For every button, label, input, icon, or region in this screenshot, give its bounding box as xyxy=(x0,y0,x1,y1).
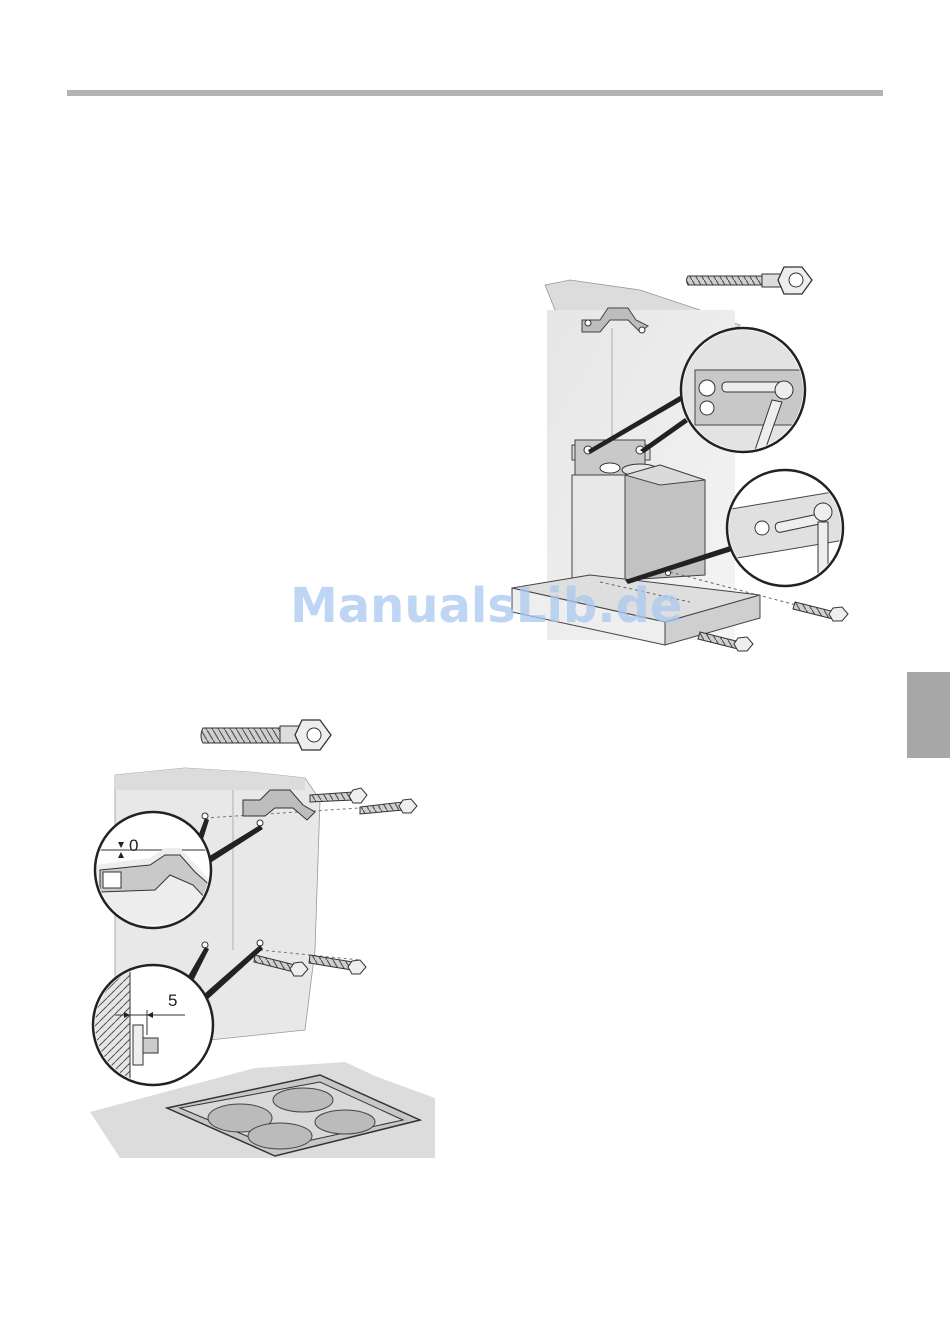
screw-icon xyxy=(310,788,367,803)
distance-dimension-label: 5 xyxy=(168,991,177,1010)
bracket-mounting-illustration: 0 5 xyxy=(75,710,445,1170)
screw-icon xyxy=(360,799,417,814)
watermark: ManualsLib.de xyxy=(290,578,670,634)
detail-circle-distance: 5 xyxy=(90,965,213,1095)
detail-circle-upper xyxy=(680,328,810,452)
detail-circle-lower xyxy=(725,470,845,586)
section-tab xyxy=(907,672,950,758)
gap-dimension-label: 0 xyxy=(129,836,138,855)
screw-icon xyxy=(687,267,813,294)
screw-icon xyxy=(201,720,331,750)
screw-icon xyxy=(793,602,848,621)
header-rule xyxy=(67,90,883,96)
